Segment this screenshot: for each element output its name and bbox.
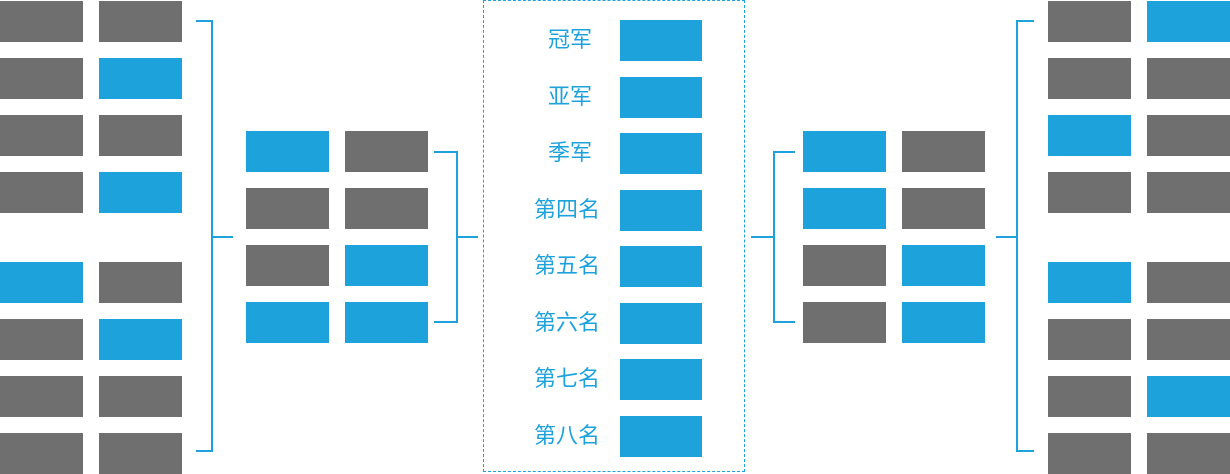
rank-label-2: 亚军 — [547, 85, 592, 110]
rank-label-1: 冠军 — [547, 28, 592, 53]
left-outer-slot-r1-c1[interactable] — [0, 1, 83, 42]
rank-label-8: 第八名 — [533, 424, 600, 449]
rank-slot-6[interactable] — [620, 303, 702, 344]
left-inner-slot-r2-c2[interactable] — [345, 188, 428, 229]
right-outer-slot-r7-c1[interactable] — [1048, 376, 1131, 417]
left-inner-slot-r1-c1[interactable] — [246, 131, 329, 172]
left-outer-slot-r5-c1[interactable] — [0, 262, 83, 303]
left-inner-slot-r2-c1[interactable] — [246, 188, 329, 229]
right-outer-slot-r8-c2[interactable] — [1147, 433, 1230, 474]
right-outer-bracket-connector — [996, 236, 1018, 238]
right-inner-bracket-top-tick — [773, 151, 795, 153]
left-inner-slot-r4-c2[interactable] — [345, 302, 428, 343]
right-outer-slot-r1-c2[interactable] — [1147, 1, 1230, 42]
right-inner-slot-r4-c1[interactable] — [803, 302, 886, 343]
right-outer-slot-r4-c2[interactable] — [1147, 172, 1230, 213]
left-outer-slot-r8-c1[interactable] — [0, 433, 83, 474]
rank-slot-4[interactable] — [620, 190, 702, 231]
left-outer-slot-r6-c1[interactable] — [0, 319, 83, 360]
left-outer-slot-r4-c2[interactable] — [99, 172, 182, 213]
left-outer-slot-r4-c1[interactable] — [0, 172, 83, 213]
right-inner-slot-r4-c2[interactable] — [902, 302, 985, 343]
left-outer-bracket-connector — [211, 236, 233, 238]
right-inner-bracket-vertical — [773, 151, 775, 323]
left-outer-slot-r7-c2[interactable] — [99, 376, 182, 417]
rank-label-5: 第五名 — [533, 254, 600, 279]
right-outer-slot-r4-c1[interactable] — [1048, 172, 1131, 213]
left-outer-slot-r3-c2[interactable] — [99, 115, 182, 156]
right-inner-bracket-bottom-tick — [773, 321, 795, 323]
right-outer-bracket-top-tick — [1016, 20, 1034, 22]
left-outer-slot-r2-c1[interactable] — [0, 58, 83, 99]
right-outer-slot-r5-c1[interactable] — [1048, 262, 1131, 303]
right-outer-slot-r8-c1[interactable] — [1048, 433, 1131, 474]
left-outer-slot-r7-c1[interactable] — [0, 376, 83, 417]
right-inner-slot-r1-c2[interactable] — [902, 131, 985, 172]
right-inner-slot-r3-c1[interactable] — [803, 245, 886, 286]
right-inner-slot-r2-c2[interactable] — [902, 188, 985, 229]
right-outer-slot-r3-c1[interactable] — [1048, 115, 1131, 156]
rank-slot-1[interactable] — [620, 20, 702, 61]
right-outer-slot-r2-c2[interactable] — [1147, 58, 1230, 99]
left-inner-bracket-top-tick — [434, 151, 458, 153]
right-outer-bracket-vertical — [1016, 20, 1018, 452]
rankings-panel — [483, 0, 745, 472]
left-outer-slot-r6-c2[interactable] — [99, 319, 182, 360]
left-inner-bracket-connector — [456, 236, 478, 238]
left-inner-slot-r3-c1[interactable] — [246, 245, 329, 286]
right-inner-slot-r3-c2[interactable] — [902, 245, 985, 286]
left-outer-bracket-bottom-tick — [196, 450, 212, 452]
right-inner-bracket-connector — [751, 236, 775, 238]
rank-slot-8[interactable] — [620, 416, 702, 457]
left-inner-slot-r3-c2[interactable] — [345, 245, 428, 286]
right-outer-slot-r5-c2[interactable] — [1147, 262, 1230, 303]
left-outer-slot-r2-c2[interactable] — [99, 58, 182, 99]
rank-slot-3[interactable] — [620, 133, 702, 174]
right-outer-slot-r1-c1[interactable] — [1048, 1, 1131, 42]
right-outer-bracket-bottom-tick — [1016, 450, 1034, 452]
right-inner-slot-r2-c1[interactable] — [803, 188, 886, 229]
left-outer-slot-r5-c2[interactable] — [99, 262, 182, 303]
right-outer-slot-r6-c1[interactable] — [1048, 319, 1131, 360]
left-outer-slot-r8-c2[interactable] — [99, 433, 182, 474]
rank-label-3: 季军 — [547, 141, 592, 166]
left-inner-slot-r4-c1[interactable] — [246, 302, 329, 343]
right-outer-slot-r7-c2[interactable] — [1147, 376, 1230, 417]
right-outer-slot-r3-c2[interactable] — [1147, 115, 1230, 156]
rank-label-7: 第七名 — [533, 367, 600, 392]
right-outer-slot-r6-c2[interactable] — [1147, 319, 1230, 360]
rank-slot-2[interactable] — [620, 77, 702, 118]
rank-label-4: 第四名 — [533, 198, 600, 223]
left-inner-bracket-bottom-tick — [434, 321, 458, 323]
left-outer-slot-r3-c1[interactable] — [0, 115, 83, 156]
rank-slot-7[interactable] — [620, 359, 702, 400]
left-outer-bracket-top-tick — [196, 20, 212, 22]
left-outer-slot-r1-c2[interactable] — [99, 1, 182, 42]
rank-label-6: 第六名 — [533, 311, 600, 336]
left-inner-slot-r1-c2[interactable] — [345, 131, 428, 172]
rank-slot-5[interactable] — [620, 246, 702, 287]
right-inner-slot-r1-c1[interactable] — [803, 131, 886, 172]
right-outer-slot-r2-c1[interactable] — [1048, 58, 1131, 99]
